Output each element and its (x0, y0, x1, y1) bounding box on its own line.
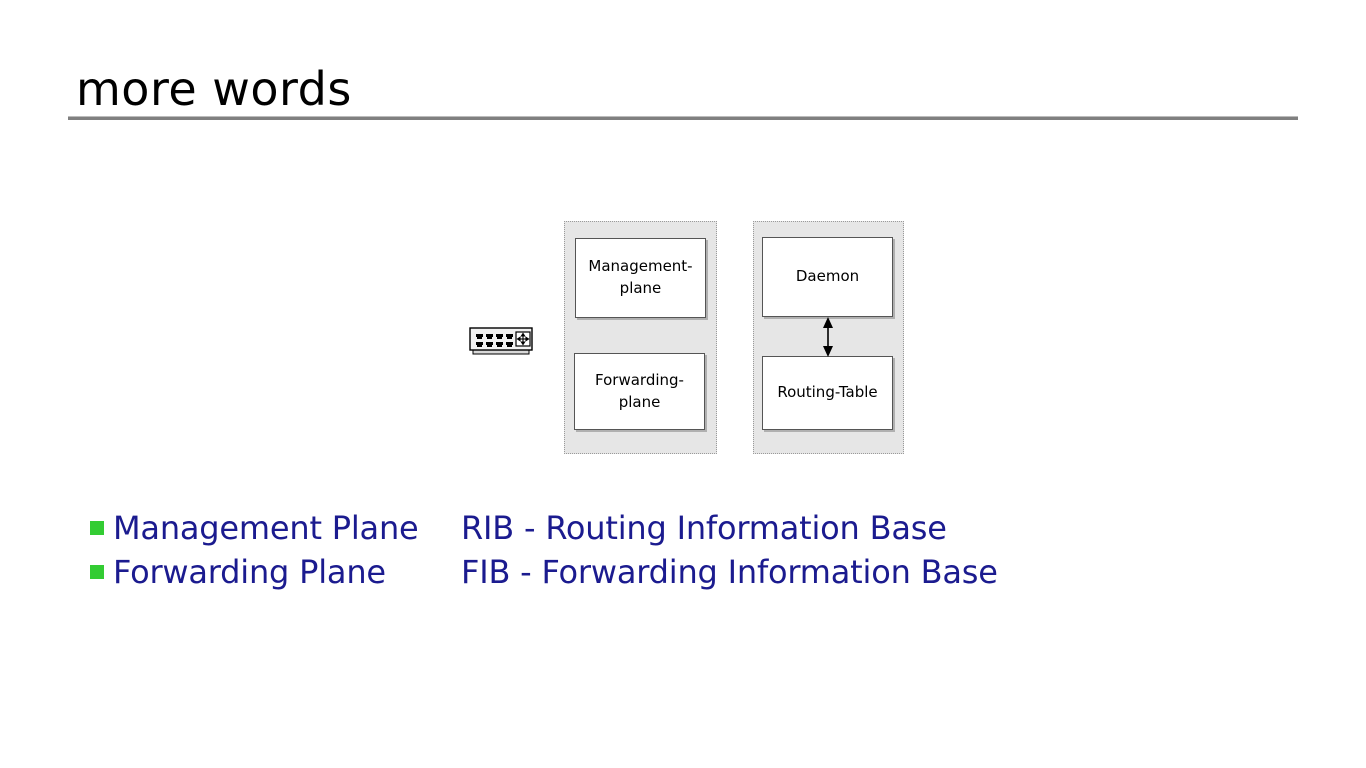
title-divider-line (68, 117, 1298, 120)
routing-table-box: Routing-Table (762, 356, 893, 430)
bullet-expansion-fib: FIB - Forwarding Information Base (461, 553, 998, 591)
bullet-label-forwarding-plane: Forwarding Plane (113, 553, 386, 591)
forwarding-plane-label: Forwarding- plane (595, 370, 684, 411)
bullet-square-icon (90, 565, 104, 579)
router-switch-icon (469, 327, 533, 355)
list-item: Management Plane RIB - Routing Informati… (90, 506, 1190, 550)
forwarding-plane-box: Forwarding- plane (574, 353, 705, 430)
bullet-list: Management Plane RIB - Routing Informati… (90, 506, 1190, 594)
bullet-expansion-rib: RIB - Routing Information Base (461, 509, 947, 547)
management-plane-box: Management- plane (575, 238, 706, 318)
bidirectional-arrow-icon (823, 317, 833, 357)
title-divider-highlight (68, 116, 1298, 117)
daemon-label: Daemon (795, 267, 860, 286)
management-plane-label: Management- plane (588, 257, 693, 297)
control-panel (753, 221, 904, 454)
routing-table-label: Routing-Table (777, 383, 878, 402)
list-item: Forwarding Plane FIB - Forwarding Inform… (90, 550, 1190, 594)
planes-panel (564, 221, 717, 454)
page-title: more words (76, 62, 352, 116)
title-divider (68, 116, 1298, 121)
bullet-square-icon (90, 521, 104, 535)
bullet-label-management-plane: Management Plane (113, 509, 419, 547)
daemon-box: Daemon (762, 237, 893, 317)
